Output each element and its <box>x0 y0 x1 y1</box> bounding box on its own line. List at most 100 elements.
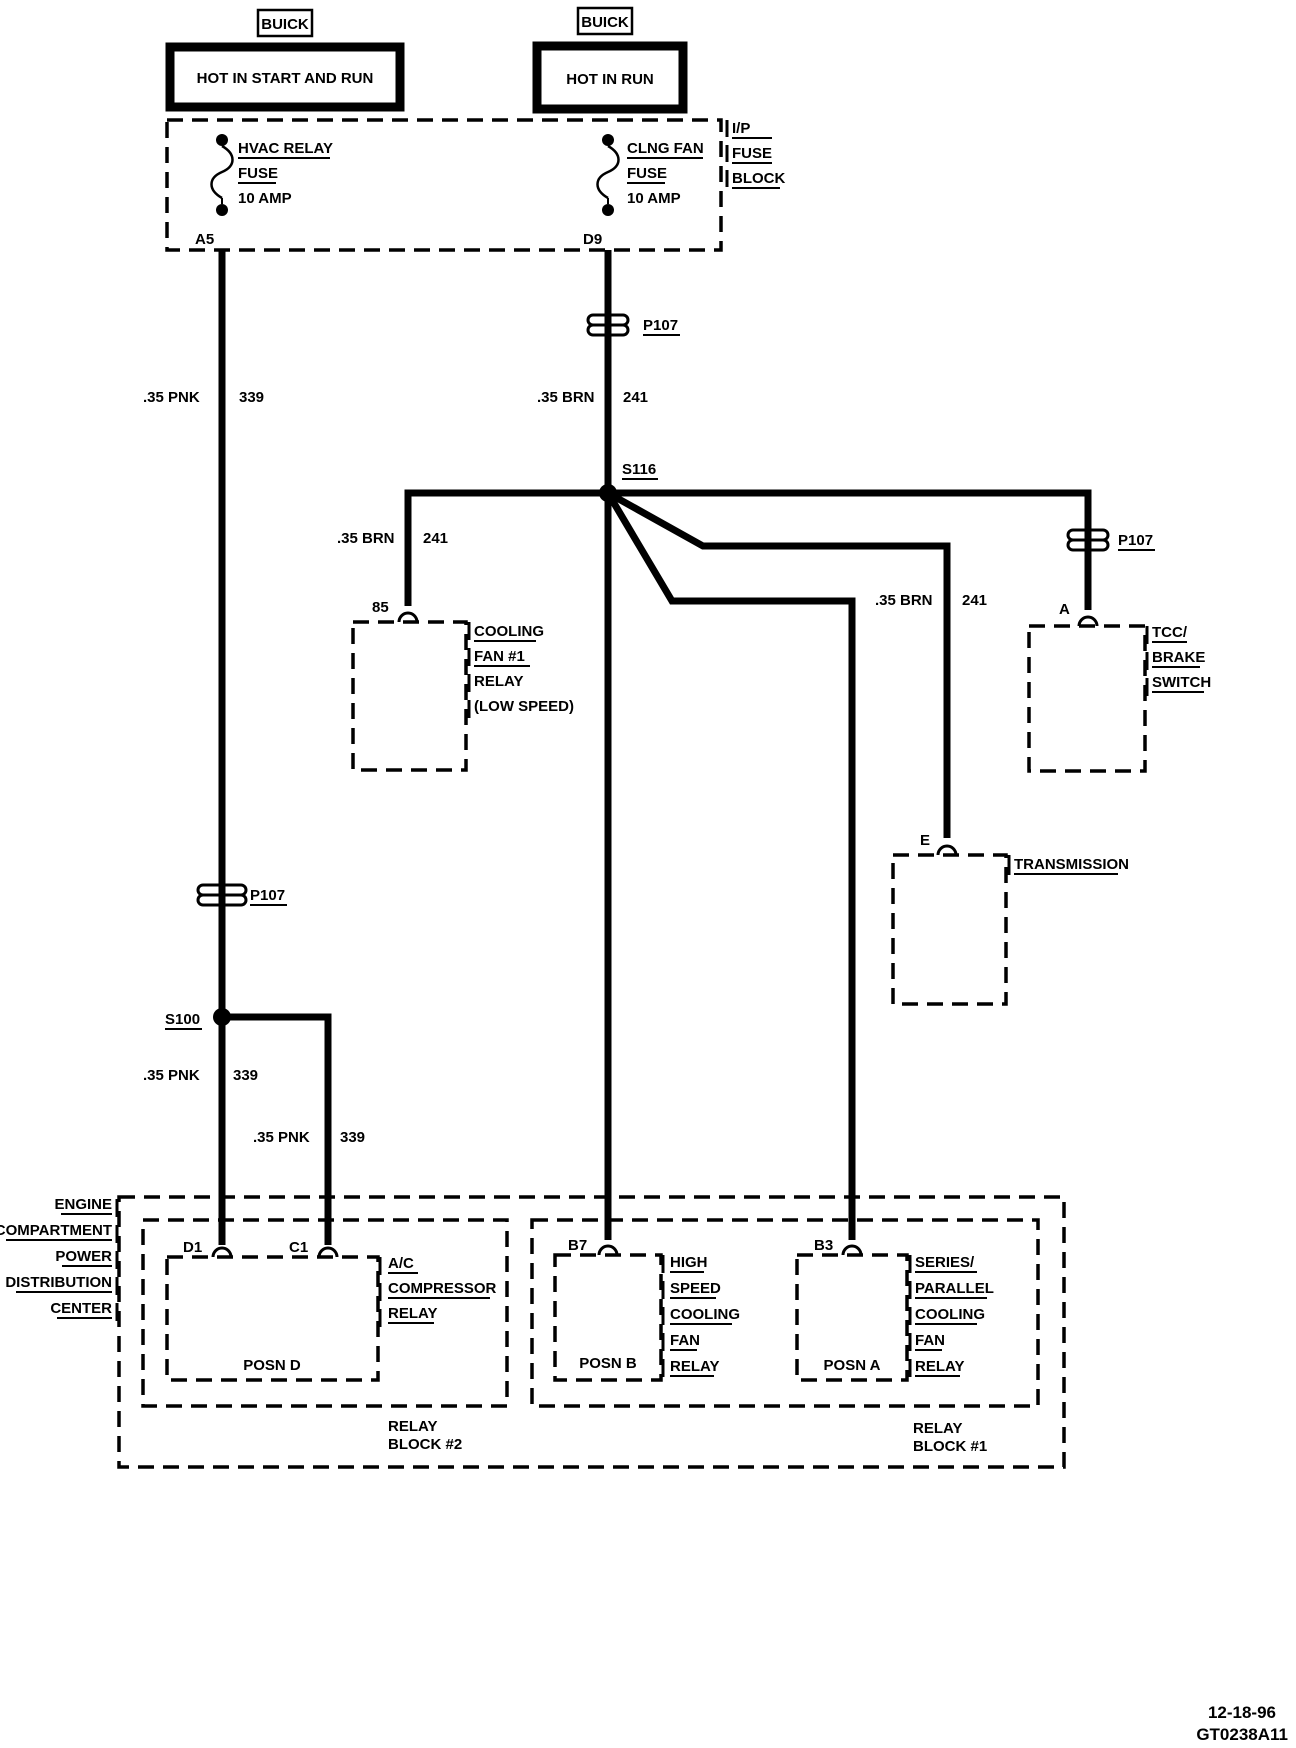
brn-gauge-right: .35 BRN <box>875 592 933 609</box>
ac-relay-name-1: A/C <box>388 1255 414 1272</box>
series-parallel-relay-name-3: COOLING <box>915 1306 985 1323</box>
diagram-date: 12-18-96 <box>1208 1703 1276 1722</box>
pin-a5: A5 <box>195 231 214 248</box>
pnk-gauge-top: .35 PNK <box>143 389 200 406</box>
high-speed-relay-name-2: SPEED <box>670 1280 721 1297</box>
tcc-switch-name-2: BRAKE <box>1152 649 1205 666</box>
series-parallel-relay-name-1: SERIES/ <box>915 1254 975 1271</box>
series-parallel-relay-name-4: FAN <box>915 1332 945 1349</box>
relay-block-1-name-1: RELAY <box>913 1420 962 1437</box>
series-parallel-relay-name-5: RELAY <box>915 1358 964 1375</box>
transmission-outline <box>891 853 1008 1006</box>
cooling-fan-relay-name-4: (LOW SPEED) <box>474 698 574 715</box>
transmission: E TRANSMISSION <box>891 832 1129 1006</box>
fuse-block-label-1: I/P <box>732 120 750 137</box>
connector-p107-left: P107 <box>196 882 287 908</box>
p107-label-top: P107 <box>643 317 678 334</box>
ac-compressor-relay: D1 C1 POSN D A/C COMPRESSOR RELAY <box>165 1239 497 1382</box>
connector-p107-top: P107 <box>586 312 680 338</box>
hot-in-run-label: HOT IN RUN <box>566 71 654 88</box>
pin-e: E <box>920 832 930 849</box>
hvac-fuse-name-2: FUSE <box>238 165 278 182</box>
brn-gauge-top: .35 BRN <box>537 389 595 406</box>
fuse-block-label-2: FUSE <box>732 145 772 162</box>
female-terminal-icon <box>397 611 419 623</box>
tcc-switch-name-3: SWITCH <box>1152 674 1211 691</box>
clng-fuse-rating: 10 AMP <box>627 190 681 207</box>
p107-label-tcc: P107 <box>1118 532 1153 549</box>
high-speed-cooling-fan-relay: B7 POSN B HIGH SPEED COOLING FAN RELAY <box>553 1237 740 1382</box>
buick-label-right: BUICK <box>581 14 629 31</box>
wire-pnk-339-branch <box>222 1013 332 1245</box>
pin-b7: B7 <box>568 1237 587 1254</box>
clng-fan-fuse: CLNG FAN FUSE 10 AMP D9 <box>583 134 704 248</box>
relay-block-1-name-2: BLOCK #1 <box>913 1438 987 1455</box>
relay-block-1: RELAY BLOCK #1 B7 POSN B HIGH SPEED COOL… <box>530 1218 1040 1455</box>
fuse-block-label-3: BLOCK <box>732 170 785 187</box>
pin-a: A <box>1059 601 1070 618</box>
pin-85: 85 <box>372 599 389 616</box>
buick-tag-right <box>576 6 634 36</box>
cooling-fan-relay-name-2: FAN #1 <box>474 648 525 665</box>
ac-relay-name-3: RELAY <box>388 1305 437 1322</box>
clng-fuse-name-2: FUSE <box>627 165 667 182</box>
cooling-fan-relay-outline <box>351 620 468 772</box>
wiring <box>218 250 1092 1245</box>
footer-codes: 12-18-96 GT0238A11 <box>1196 1703 1288 1744</box>
left-power-source: BUICK HOT IN START AND RUN <box>165 8 405 112</box>
female-terminal-icon <box>317 1246 339 1258</box>
wire-to-tcc-brake-switch <box>608 489 1092 610</box>
p107-label-left: P107 <box>250 887 285 904</box>
female-terminal-icon <box>1077 615 1099 627</box>
female-terminal-icon <box>841 1244 863 1256</box>
ip-fuse-block: I/P FUSE BLOCK HVAC RELAY FUSE 10 AMP A5… <box>165 118 785 252</box>
high-speed-relay-name-5: RELAY <box>670 1358 719 1375</box>
pin-d1: D1 <box>183 1239 202 1256</box>
high-speed-relay-position: POSN B <box>579 1355 637 1372</box>
right-power-source: BUICK HOT IN RUN <box>532 6 688 114</box>
high-speed-relay-name-4: FAN <box>670 1332 700 1349</box>
pnk-circuit-lower: 339 <box>233 1067 258 1084</box>
s116-label: S116 <box>622 461 656 478</box>
pnk-gauge-branch: .35 PNK <box>253 1129 310 1146</box>
brn-gauge-left: .35 BRN <box>337 530 395 547</box>
female-terminal-icon <box>936 844 958 856</box>
s100-label: S100 <box>165 1011 200 1028</box>
relay-block-2: RELAY BLOCK #2 D1 C1 POSN D A/C COMPRESS… <box>141 1218 509 1453</box>
pdc-name-1: ENGINE <box>54 1196 112 1213</box>
wire-to-series-parallel-relay <box>604 491 856 1240</box>
brn-circuit-right: 241 <box>962 592 987 609</box>
series-parallel-relay-position: POSN A <box>824 1357 881 1374</box>
ac-relay-outline <box>165 1255 380 1382</box>
relay-block-2-name-1: RELAY <box>388 1418 437 1435</box>
pin-d9: D9 <box>583 231 602 248</box>
buick-tag-left <box>256 8 314 38</box>
tcc-brake-switch: A TCC/ BRAKE SWITCH <box>1027 601 1211 773</box>
hvac-fuse-name-1: HVAC RELAY <box>238 140 333 157</box>
pdc-name-2: COMPARTMENT <box>0 1222 112 1239</box>
relay-block-2-outline <box>141 1218 509 1408</box>
splice-s100: S100 <box>165 1008 231 1030</box>
relay-block-1-outline <box>530 1218 1040 1408</box>
transmission-name: TRANSMISSION <box>1014 856 1129 873</box>
fuse-block-outline <box>165 118 723 252</box>
wire-labels: .35 PNK 339 .35 BRN 241 .35 BRN 241 .35 … <box>143 389 987 1146</box>
pnk-circuit-top: 339 <box>239 389 264 406</box>
buick-label-left: BUICK <box>261 16 309 33</box>
brn-circuit-left: 241 <box>423 530 448 547</box>
pdc-name-3: POWER <box>55 1248 112 1265</box>
clng-fuse-name-1: CLNG FAN <box>627 140 704 157</box>
cooling-fan-relay-name-1: COOLING <box>474 623 544 640</box>
wire-to-cooling-fan-relay <box>404 489 608 606</box>
high-speed-relay-name-1: HIGH <box>670 1254 708 1271</box>
tcc-switch-outline <box>1027 624 1147 773</box>
series-parallel-relay-name-2: PARALLEL <box>915 1280 994 1297</box>
power-dist-center-outline <box>117 1195 1066 1469</box>
wire-to-transmission <box>606 489 951 838</box>
cooling-fan-1-relay: 85 COOLING FAN #1 RELAY (LOW SPEED) <box>351 599 574 772</box>
pdc-name-4: DISTRIBUTION <box>5 1274 112 1291</box>
hot-in-start-run-box <box>165 42 405 112</box>
connector-p107-tcc: P107 <box>1066 527 1155 553</box>
female-terminal-icon <box>211 1246 233 1258</box>
